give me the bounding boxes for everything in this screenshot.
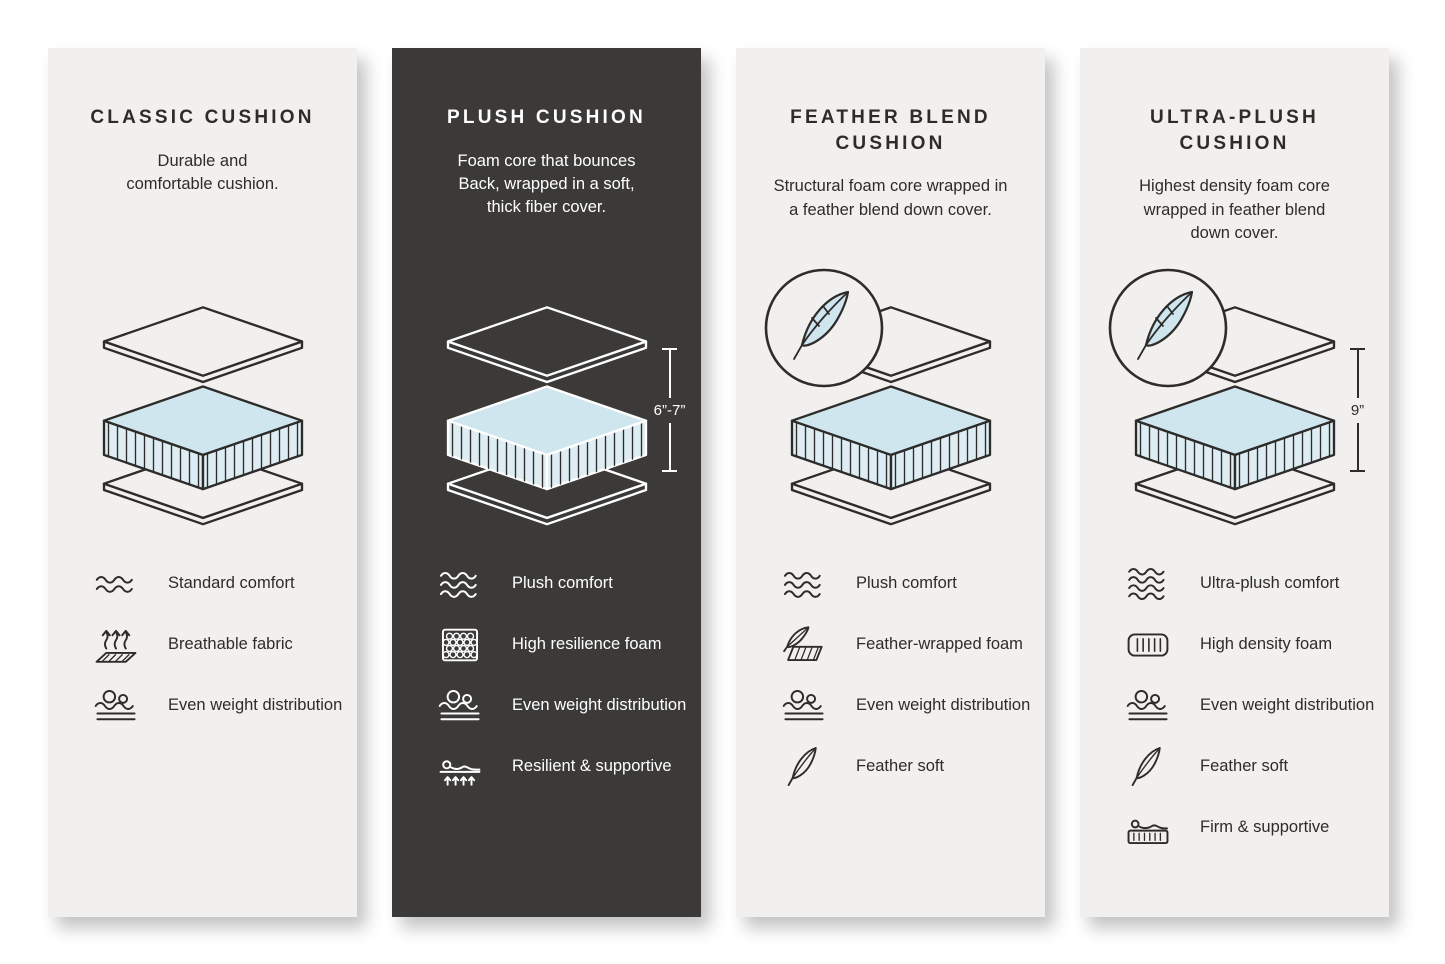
feature-label: Breathable fabric: [168, 635, 293, 654]
dimension-label: 9”: [1350, 401, 1365, 419]
height-dimension-indicator: 9”: [1332, 348, 1384, 472]
card-title: ULTRA-PLUSH CUSHION: [1150, 107, 1319, 154]
dimension-top-cap: [1350, 348, 1365, 350]
feature-row: Standard comfort: [88, 562, 345, 606]
feature-row: Firm & supportive: [1120, 806, 1377, 850]
feature-label: High resilience foam: [512, 635, 662, 654]
feature-label: Even weight distribution: [1200, 696, 1375, 715]
feature-label: Even weight distribution: [856, 696, 1031, 715]
cushion-layers-icon: [102, 306, 303, 526]
breathable-fabric-icon: [88, 624, 144, 666]
foam-cells-icon: [432, 625, 488, 665]
card-feather-blend-cushion: FEATHER BLEND CUSHION Structural foam co…: [736, 48, 1045, 917]
feature-label: Plush comfort: [512, 574, 613, 593]
dimension-top-cap: [662, 348, 677, 350]
feature-row: Even weight distribution: [1120, 684, 1377, 728]
features-list: Plush comfort Feather-wrapped foam: [776, 562, 1033, 806]
feather-wrapped-foam-icon: [776, 624, 832, 666]
feature-label: Firm & supportive: [1200, 818, 1330, 837]
even-weight-icon: [88, 688, 144, 724]
feature-label: Feather soft: [1200, 757, 1289, 776]
feature-row: Plush comfort: [432, 562, 689, 606]
cushion-diagram: 9”: [1108, 268, 1365, 530]
cushion-layers-icon: [446, 306, 647, 526]
feather-icon: [776, 745, 832, 789]
resilient-supportive-icon: [432, 746, 488, 788]
card-title: PLUSH CUSHION: [447, 107, 646, 128]
even-weight-icon: [432, 688, 488, 724]
feature-label: Even weight distribution: [168, 696, 343, 715]
even-weight-icon: [1120, 688, 1176, 724]
feature-label: High density foam: [1200, 635, 1333, 654]
cushion-diagram: 6”-7”: [430, 300, 685, 530]
cushion-layers-icon: [1134, 306, 1335, 526]
feature-label: Feather soft: [856, 757, 945, 776]
feature-row: Even weight distribution: [776, 684, 1033, 728]
dimension-bottom-cap: [662, 470, 677, 472]
feature-row: Even weight distribution: [432, 684, 689, 728]
waves-icon: [776, 570, 832, 599]
feature-row: Even weight distribution: [88, 684, 345, 728]
cushion-comparison-infographic: CLASSIC CUSHION Durable and comfortable …: [48, 48, 1389, 917]
feather-badge-icon: [1108, 268, 1227, 388]
card-title: CLASSIC CUSHION: [90, 107, 315, 128]
waves-icon: [1120, 566, 1176, 602]
high-density-foam-icon: [1120, 630, 1176, 660]
feather-badge-icon: [764, 268, 883, 388]
feature-label: Plush comfort: [856, 574, 957, 593]
feature-row: Plush comfort: [776, 562, 1033, 606]
feature-row: Ultra-plush comfort: [1120, 562, 1377, 606]
features-list: Ultra-plush comfort High density foam: [1120, 562, 1377, 867]
dimension-label: 6”-7”: [653, 401, 686, 419]
feature-row: Resilient & supportive: [432, 745, 689, 789]
features-list: Standard comfort Breathable fabric: [88, 562, 345, 745]
dimension-bottom-cap: [1350, 470, 1365, 472]
feature-row: High resilience foam: [432, 623, 689, 667]
feature-row: Feather-wrapped foam: [776, 623, 1033, 667]
waves-icon: [88, 574, 144, 594]
feature-row: High density foam: [1120, 623, 1377, 667]
waves-icon: [432, 570, 488, 599]
feature-row: Feather soft: [1120, 745, 1377, 789]
feature-label: Feather-wrapped foam: [856, 635, 1023, 654]
features-list: Plush comfort High resilience foam: [432, 562, 689, 806]
feature-label: Ultra-plush comfort: [1200, 574, 1340, 593]
feature-label: Even weight distribution: [512, 696, 687, 715]
feature-label: Standard comfort: [168, 574, 295, 593]
feature-row: Feather soft: [776, 745, 1033, 789]
card-plush-cushion: PLUSH CUSHION Foam core that bounces Bac…: [392, 48, 701, 917]
card-title: FEATHER BLEND CUSHION: [790, 107, 991, 154]
card-description: Durable and comfortable cushion.: [126, 151, 279, 194]
card-description: Foam core that bounces Back, wrapped in …: [457, 151, 636, 217]
even-weight-icon: [776, 688, 832, 724]
feature-row: Breathable fabric: [88, 623, 345, 667]
card-description: Structural foam core wrapped in a feathe…: [773, 177, 1008, 219]
feather-icon: [1120, 745, 1176, 789]
card-ultra-plush-cushion: ULTRA-PLUSH CUSHION Highest density foam…: [1080, 48, 1389, 917]
cushion-diagram: [764, 268, 1008, 530]
height-dimension-indicator: 6”-7”: [644, 348, 696, 472]
feature-label: Resilient & supportive: [512, 757, 672, 776]
cushion-diagram: [86, 300, 320, 530]
card-description: Highest density foam core wrapped in fea…: [1139, 177, 1330, 243]
firm-supportive-icon: [1120, 808, 1176, 848]
card-classic-cushion: CLASSIC CUSHION Durable and comfortable …: [48, 48, 357, 917]
